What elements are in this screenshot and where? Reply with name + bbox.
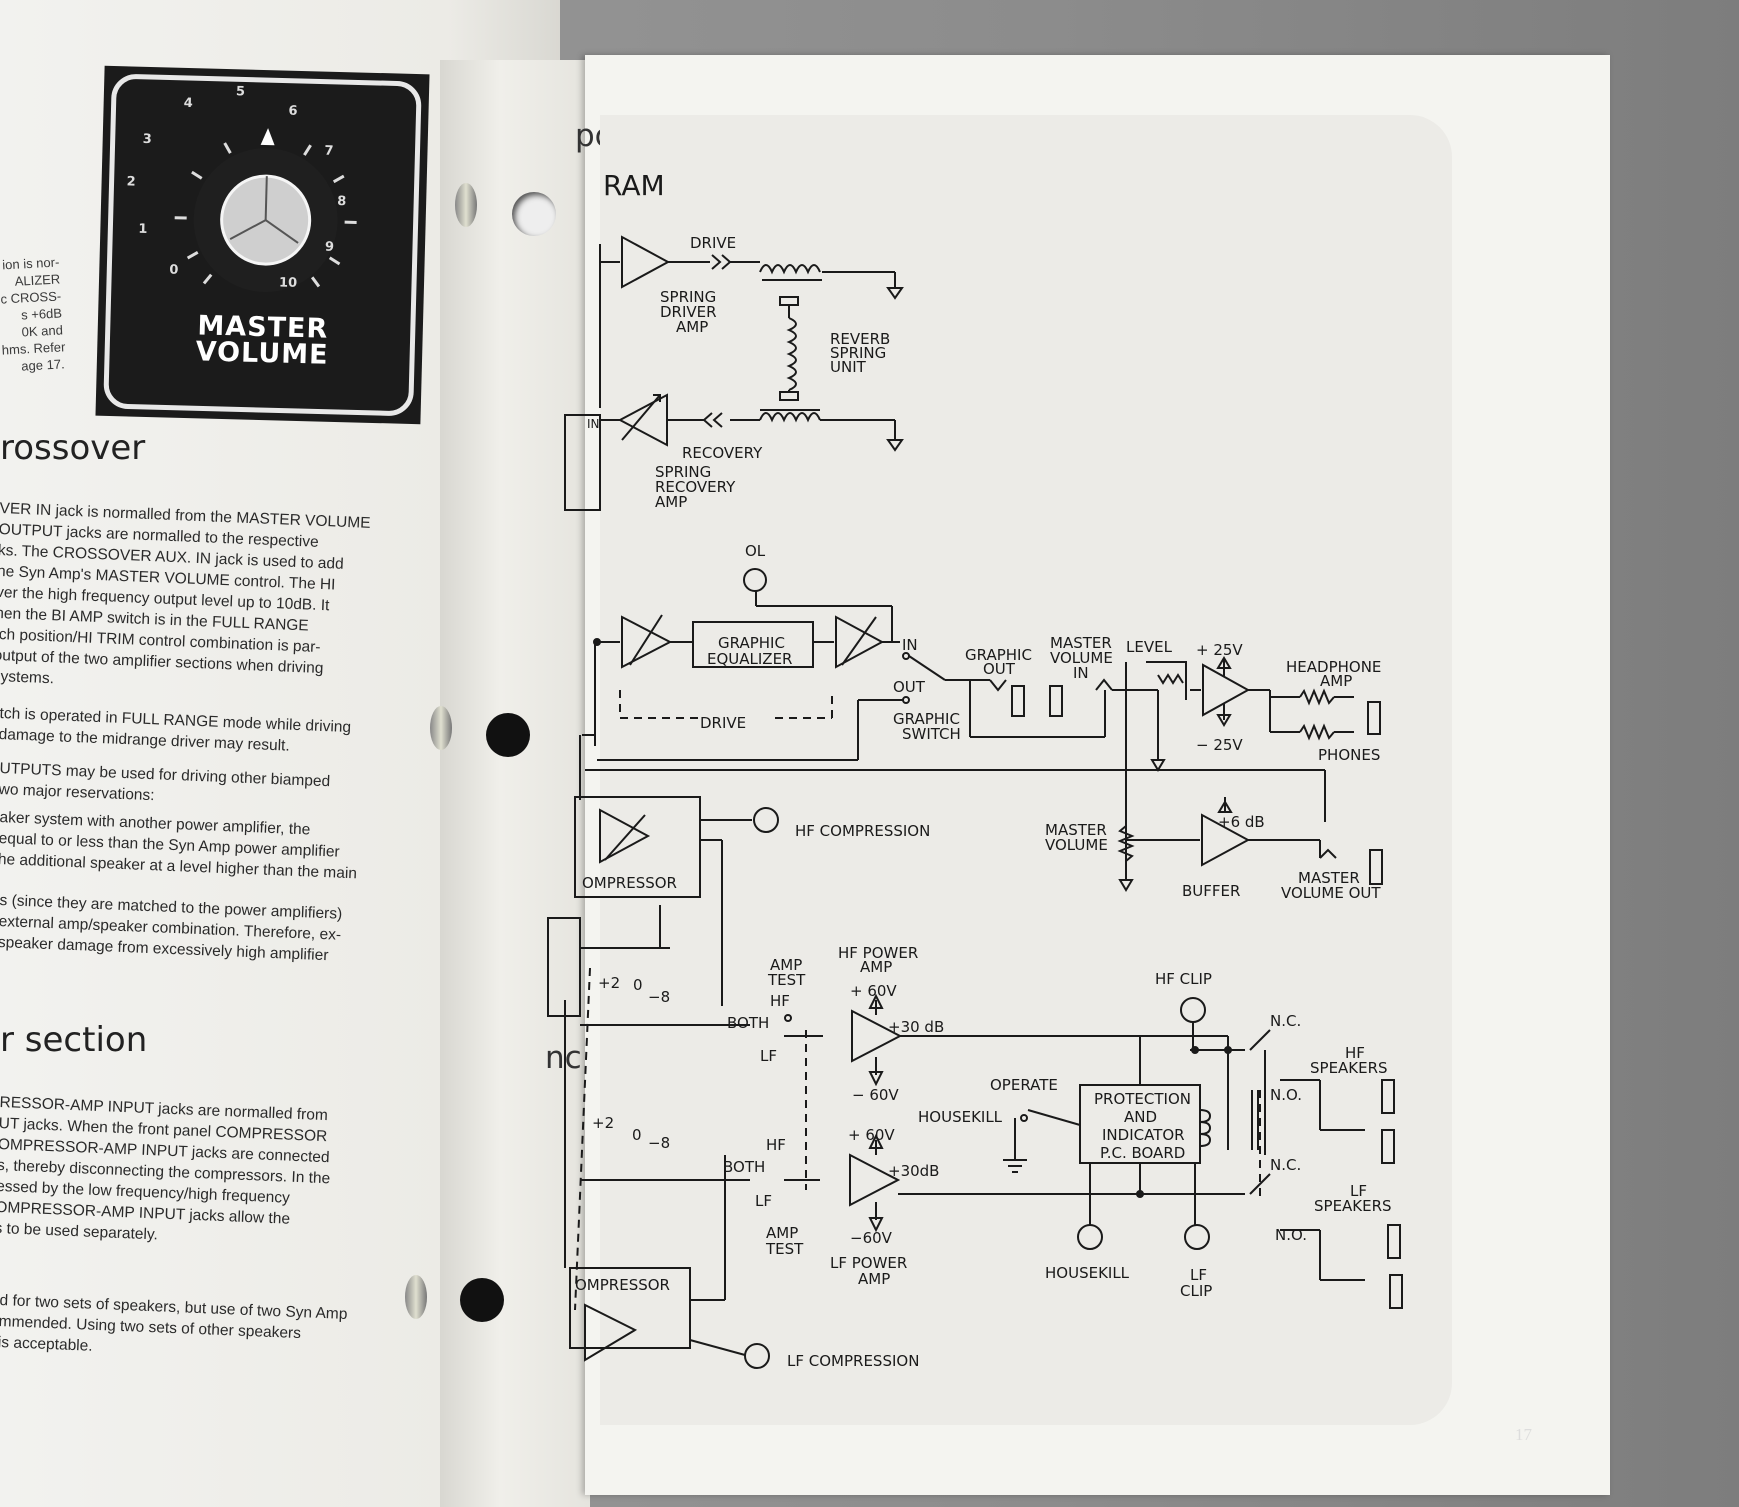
label-hf-power-amp: AMP	[860, 958, 892, 976]
label-plus30db: +30 dB	[888, 1018, 944, 1036]
label-master-volume: VOLUME	[1045, 836, 1108, 854]
label-spring-driver-amp: SPRING	[660, 288, 716, 306]
label-switch-top: 0	[633, 976, 643, 994]
diagram-title: RAM	[603, 169, 665, 202]
label-switch-bottom: −8	[648, 1134, 670, 1152]
label-lf-clip: CLIP	[1180, 1282, 1212, 1300]
label-protection-board: PROTECTION	[1094, 1090, 1191, 1108]
label-spring-driver-amp: AMP	[676, 318, 708, 336]
label-hf-lower: HF	[766, 1136, 786, 1154]
ring-tab	[430, 706, 452, 750]
label-spring-recovery-amp: SPRING	[655, 463, 711, 481]
label-drive: DRIVE	[690, 234, 736, 252]
label-switch-bottom: 0	[632, 1126, 642, 1144]
label-phones: PHONES	[1318, 746, 1380, 764]
label-protection-board: AND	[1124, 1108, 1157, 1126]
label-minus60v-lower: −60V	[850, 1229, 893, 1247]
label-graphic-equalizer: EQUALIZER	[707, 650, 792, 668]
label-plus60v: + 60V	[850, 982, 897, 1000]
label-master-volume-in: MASTER	[1050, 634, 1112, 652]
label-in-small: IN	[587, 417, 600, 431]
ring-tab	[455, 183, 477, 227]
label-eq-drive: DRIVE	[700, 714, 746, 732]
label-lf-speakers: LF	[1350, 1182, 1367, 1200]
punch-hole	[486, 713, 530, 757]
label-amp-test-bottom: TEST	[765, 1240, 804, 1258]
section-heading: r section	[0, 1020, 148, 1060]
label-reverb-spring-unit: SPRING	[830, 344, 886, 362]
label-master-volume-out: MASTER	[1298, 869, 1360, 887]
label-minus60v: − 60V	[852, 1086, 899, 1104]
label-graphic-out: OUT	[983, 660, 1016, 678]
label-plus30db-lower: +30dB	[888, 1162, 939, 1180]
label-minus25v: − 25V	[1196, 736, 1243, 754]
label-hf-power-amp: HF POWER	[838, 944, 918, 962]
label-protection-board: INDICATOR	[1102, 1126, 1185, 1144]
label-both-lower: BOTH	[723, 1158, 765, 1176]
label-master-volume: MASTER	[1045, 821, 1107, 839]
label-out: OUT	[893, 678, 926, 696]
crossover-heading: rossover	[0, 428, 146, 468]
label-lf-clip: LF	[1190, 1266, 1207, 1284]
label-master-volume-out: VOLUME OUT	[1281, 884, 1381, 902]
label-lf: LF	[760, 1047, 777, 1065]
label-switch-top: −8	[648, 988, 670, 1006]
label-housekill-lamp: HOUSEKILL	[1045, 1264, 1130, 1282]
label-spring-recovery-amp: AMP	[655, 493, 687, 511]
label-reverb-spring-unit: REVERB	[830, 330, 890, 348]
label-both: BOTH	[727, 1014, 769, 1032]
label-switch-top: +2	[598, 974, 620, 992]
punch-hole	[512, 192, 556, 236]
label-switch-bottom: +2	[592, 1114, 614, 1132]
ring-tab	[405, 1275, 427, 1319]
label-amp-test-top: AMP	[770, 956, 802, 974]
label-plus6db: +6 dB	[1218, 813, 1265, 831]
label-ol: OL	[745, 542, 766, 560]
label-spring-driver-amp: DRIVER	[660, 303, 717, 321]
label-lf-power-amp: LF POWER	[830, 1254, 907, 1272]
label-headphone-amp: HEADPHONE	[1286, 658, 1381, 676]
label-buffer: BUFFER	[1182, 882, 1240, 900]
label-nc-lower: N.C.	[1270, 1156, 1301, 1174]
label-level: LEVEL	[1126, 638, 1173, 656]
label-hf-speakers: SPEAKERS	[1310, 1059, 1388, 1077]
label-hf-speakers: HF	[1345, 1044, 1365, 1062]
label-spring-recovery-amp: RECOVERY	[655, 478, 736, 496]
label-lf-speakers: SPEAKERS	[1314, 1197, 1392, 1215]
label-amp-test-bottom: AMP	[766, 1224, 798, 1242]
label-graphic-switch: GRAPHIC	[893, 710, 960, 728]
label-compressor-bottom: OMPRESSOR	[575, 1276, 670, 1294]
label-no: N.O.	[1270, 1086, 1302, 1104]
page-number: 17	[1515, 1425, 1532, 1444]
label-recovery: RECOVERY	[682, 444, 763, 462]
label-master-volume-in: IN	[1073, 664, 1089, 682]
label-headphone-amp: AMP	[1320, 672, 1352, 690]
label-compressor-top: OMPRESSOR	[582, 874, 677, 892]
label-hf: HF	[770, 992, 790, 1010]
label-graphic-switch: SWITCH	[902, 725, 961, 743]
label-protection-board: P.C. BOARD	[1100, 1144, 1185, 1162]
label-lf-power-amp: AMP	[858, 1270, 890, 1288]
label-lf-lower: LF	[755, 1192, 772, 1210]
punch-hole	[460, 1278, 504, 1322]
knob-graphic	[103, 74, 422, 416]
master-volume-knob-photo: 0 1 2 3 4 5 6 7 8 9 10 MASTER VOLUME	[95, 65, 430, 425]
label-graphic-equalizer: GRAPHIC	[718, 634, 785, 652]
label-plus25v: + 25V	[1196, 641, 1243, 659]
label-plus60v-lower: + 60V	[848, 1126, 895, 1144]
label-amp-test-top: TEST	[767, 971, 806, 989]
label-master-volume-in: VOLUME	[1050, 649, 1113, 667]
label-hf-clip: HF CLIP	[1155, 970, 1212, 988]
label-no-lower: N.O.	[1275, 1226, 1307, 1244]
label-hf-compression: HF COMPRESSION	[795, 822, 930, 840]
label-housekill: HOUSEKILL	[918, 1108, 1003, 1126]
label-lf-compression: LF COMPRESSION	[787, 1352, 919, 1370]
label-reverb-spring-unit: UNIT	[830, 358, 867, 376]
label-in: IN	[902, 636, 918, 654]
label-nc: N.C.	[1270, 1012, 1301, 1030]
label-operate: OPERATE	[990, 1076, 1058, 1094]
label-graphic-out: GRAPHIC	[965, 646, 1032, 664]
page-heading-fragment-lower: nc	[545, 1040, 582, 1076]
